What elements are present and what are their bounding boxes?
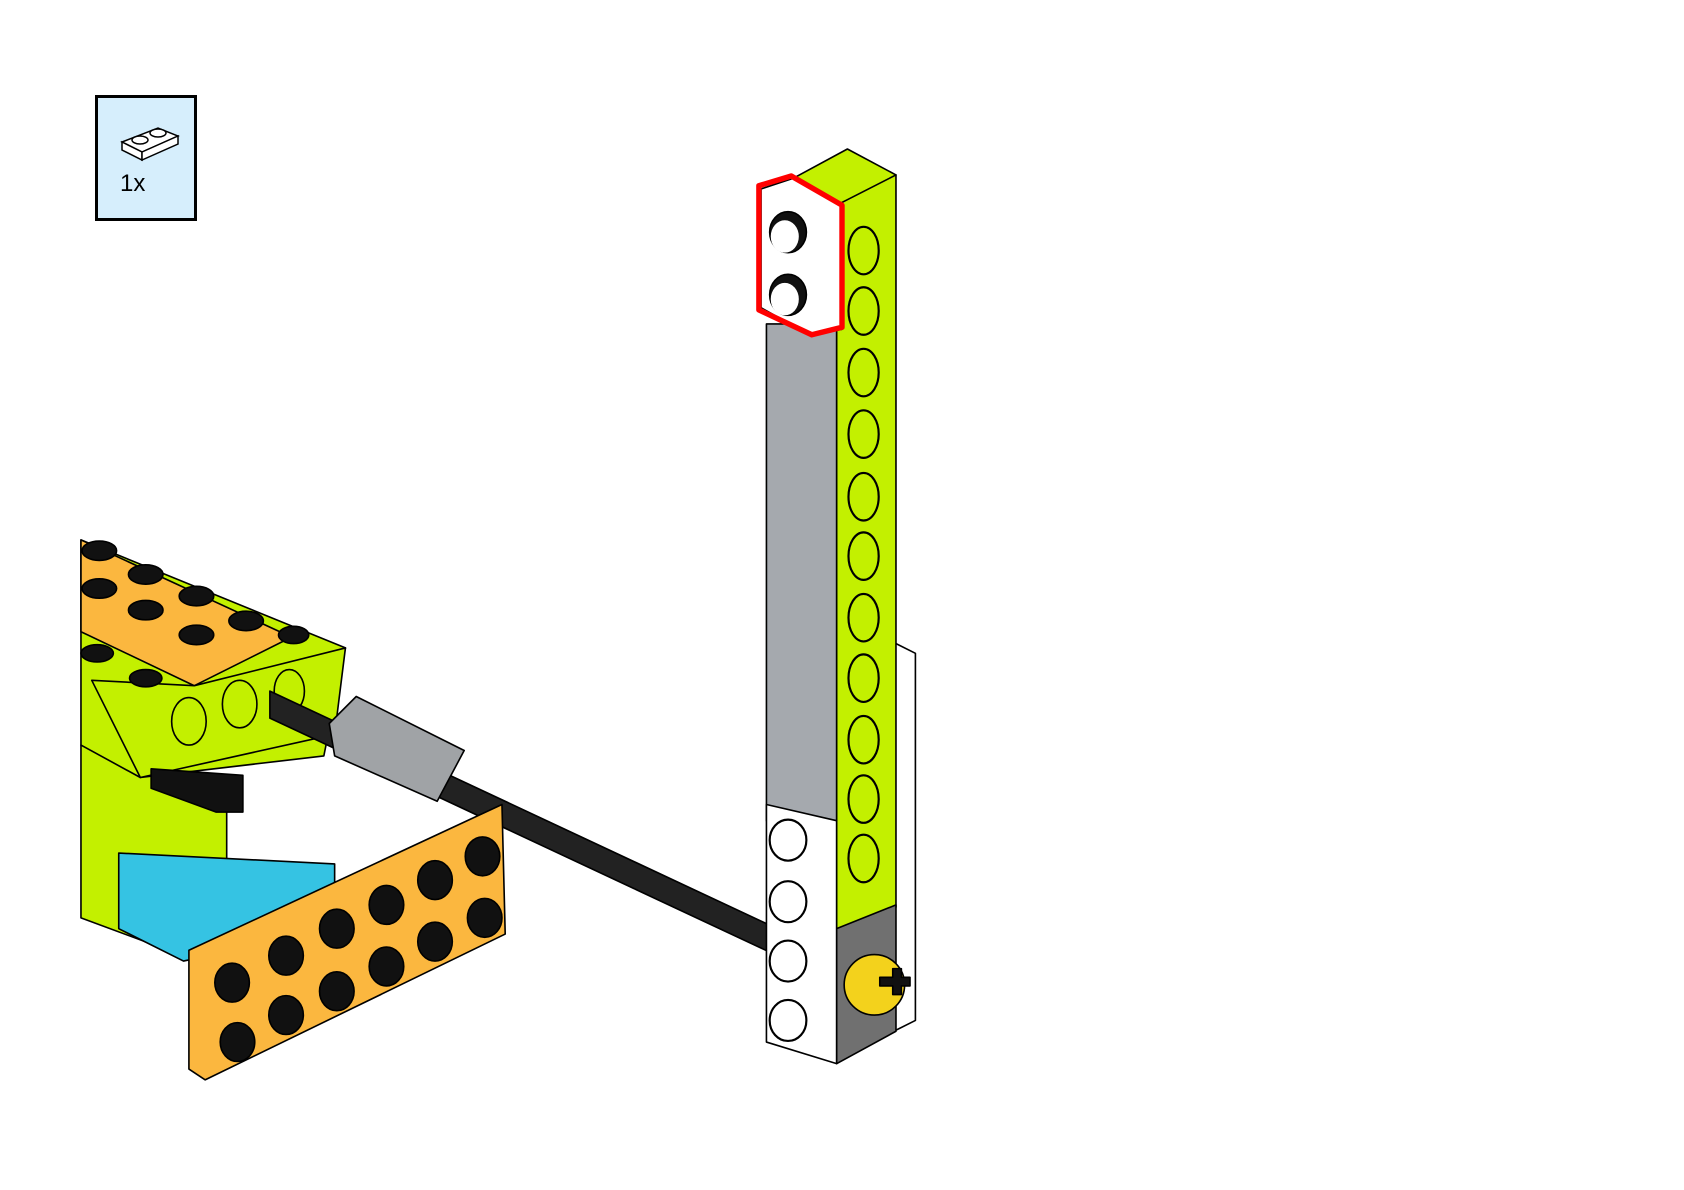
left-assembly (80, 539, 779, 1081)
axle-connector (328, 695, 465, 803)
axle-end-icon (878, 967, 911, 996)
tower-assembly (756, 148, 917, 1065)
gray-brick (765, 323, 838, 822)
new-white-plate (760, 177, 843, 336)
white-brick-lower (765, 803, 838, 1065)
highlight-outline (756, 173, 845, 338)
plate-1x2-icon (120, 127, 180, 162)
parts-list-callout: 1x (95, 95, 197, 221)
part-count: 1x (120, 170, 146, 197)
